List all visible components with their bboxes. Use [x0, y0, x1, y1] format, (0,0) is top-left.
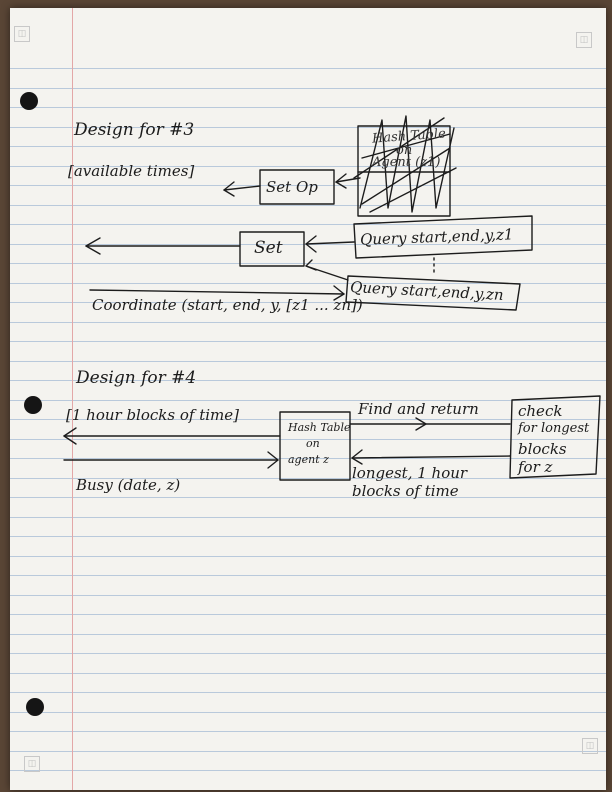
find-return-label: Find and return	[358, 400, 479, 418]
busy-label: Busy (date, z)	[76, 476, 181, 494]
set-label: Set	[254, 238, 283, 258]
binder-hole-bottom	[26, 698, 44, 716]
check-box	[509, 395, 601, 479]
d4-hash-table-line3: agent z	[288, 453, 329, 466]
set-output-arrowhead	[85, 237, 101, 255]
ruled-line	[10, 165, 606, 167]
coordinate-arrow	[89, 289, 345, 295]
design4-output-label: [1 hour blocks of time]	[66, 406, 239, 424]
scribble-marks	[353, 115, 457, 213]
ruled-line	[10, 380, 606, 381]
ruled-line	[10, 731, 606, 732]
ruled-line	[10, 477, 606, 479]
ruled-line	[10, 711, 606, 713]
set-op-box	[259, 169, 335, 205]
d4-output-arrowhead	[63, 427, 77, 445]
margin-line	[72, 8, 73, 790]
busy-arrowhead	[267, 451, 279, 469]
ruled-line	[10, 789, 606, 790]
design3-title: Design for #3	[74, 120, 195, 140]
ruled-line	[10, 146, 606, 147]
ruled-line	[10, 321, 606, 323]
ruled-line	[10, 633, 606, 635]
ruled-line	[10, 497, 606, 498]
ruled-line	[10, 516, 606, 518]
ruled-line	[10, 126, 606, 128]
design3-output-label: [available times]	[68, 162, 195, 180]
ruled-line	[10, 87, 606, 89]
find-return-arrowhead	[415, 417, 427, 431]
longest-return-arrow	[351, 455, 511, 459]
corner-mark-icon: ◫	[576, 32, 592, 48]
set-op-output-arrow	[223, 185, 261, 191]
ruled-line	[10, 672, 606, 674]
ruled-line	[10, 438, 606, 440]
query2-box	[345, 275, 521, 311]
hash-table-agent-z-box	[279, 411, 351, 481]
ruled-line	[10, 224, 606, 225]
binder-hole-top	[20, 92, 38, 110]
ruled-line	[10, 770, 606, 771]
query1-box	[353, 215, 533, 259]
hash-table-label-line3: Agent (z1)	[372, 155, 441, 170]
diagram-drawing	[63, 115, 601, 481]
check-label-line4: for z	[518, 458, 553, 476]
d4-hash-table-line2: on	[306, 437, 320, 450]
ruled-line	[10, 341, 606, 342]
query1-to-set-arrowhead	[305, 235, 317, 253]
ruled-line	[10, 302, 606, 303]
hash-table-label-line2: on	[396, 143, 413, 158]
ruled-line	[10, 204, 606, 206]
ruled-line	[10, 68, 606, 69]
ruled-line	[10, 750, 606, 752]
check-label-line2: for longest	[518, 421, 590, 436]
longest-label-line2: blocks of time	[352, 482, 459, 500]
ruled-line	[10, 653, 606, 654]
notebook-paper: ◫ ◫ ◫ ◫	[10, 8, 606, 790]
query2-to-set-arrowhead	[305, 259, 317, 271]
design4-title: Design for #4	[76, 368, 197, 388]
set-op-label: Set Op	[266, 178, 318, 196]
ruled-line	[10, 536, 606, 537]
query1-to-set-arrow	[305, 241, 355, 245]
longest-return-arrowhead	[351, 449, 363, 465]
ruled-line	[10, 185, 606, 186]
longest-label-line1: longest, 1 hour	[352, 464, 468, 482]
ruled-line	[10, 594, 606, 596]
d4-hash-table-line1: Hash Table	[288, 421, 351, 434]
ruled-line	[10, 555, 606, 557]
hash-to-setop-arrow	[335, 177, 361, 183]
ruled-line	[10, 282, 606, 284]
ruled-line	[10, 614, 606, 615]
coordinate-arrowhead	[333, 285, 345, 301]
hash-to-setop-arrowhead	[335, 173, 347, 189]
corner-mark-icon: ◫	[582, 738, 598, 754]
set-box	[239, 231, 305, 267]
check-label-line1: check	[518, 402, 563, 420]
ruled-line	[10, 575, 606, 576]
binder-hole-middle	[24, 396, 42, 414]
ruled-line	[10, 360, 606, 362]
coordinate-label: Coordinate (start, end, y, [z1 ... zn])	[92, 296, 363, 314]
ruled-line	[10, 107, 606, 108]
ruled-line	[10, 399, 606, 401]
ruled-line	[10, 458, 606, 459]
set-op-arrowhead	[223, 181, 235, 197]
ruled-line	[10, 692, 606, 693]
corner-mark-icon: ◫	[14, 26, 30, 42]
check-label-line3: blocks	[518, 440, 567, 458]
ruled-line	[10, 419, 606, 420]
corner-mark-icon: ◫	[24, 756, 40, 772]
